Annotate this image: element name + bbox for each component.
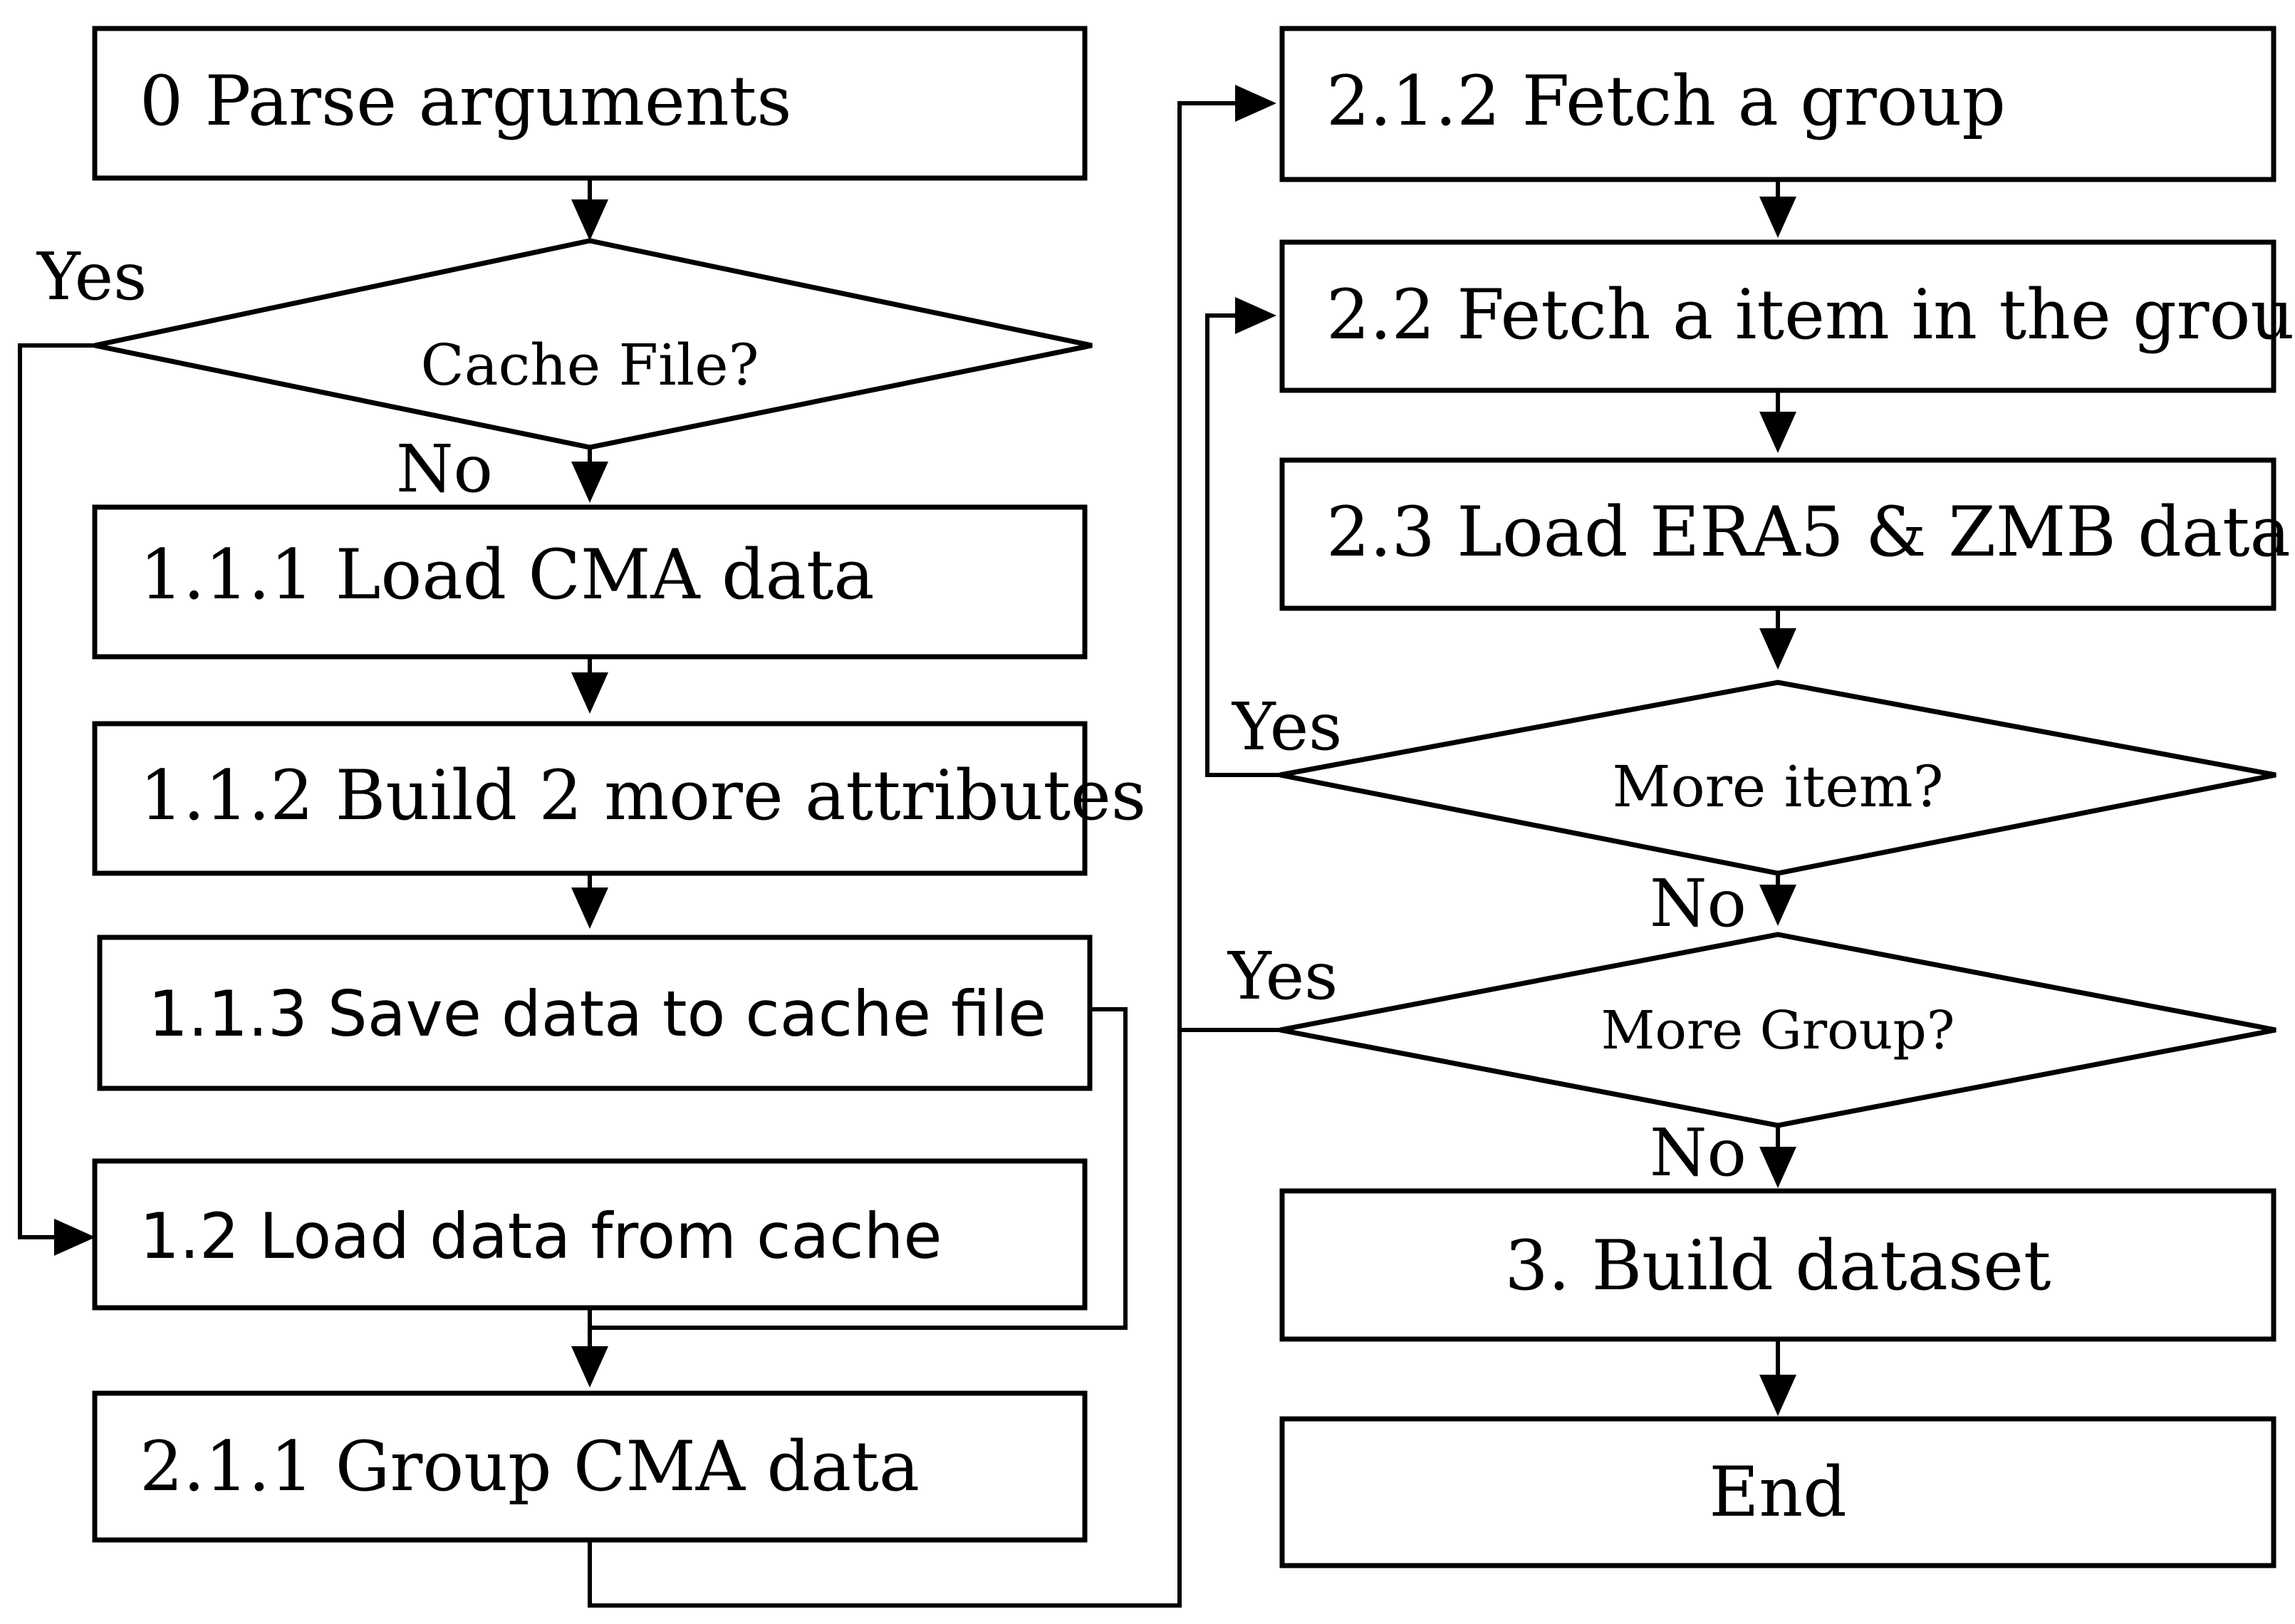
branch-label-cache-no: No [396, 431, 493, 507]
arrowhead-build-dataset [1759, 1147, 1796, 1188]
decision-more-group: More Group? [1279, 932, 2276, 1128]
node-label: 3. Build dataset [1504, 1226, 2051, 1306]
arrow-item-yes-to-fetch-item [1205, 313, 1280, 777]
node-label: 2.1.1 Group CMA data [140, 1427, 920, 1506]
arrowhead-more-group [1759, 885, 1796, 926]
node-label: 2.2 Fetch a item in the group [1326, 275, 2295, 355]
arrowhead-end [1759, 1375, 1796, 1416]
node-group-cma-data: 2.1.1 Group CMA data [92, 1390, 1088, 1543]
branch-label-group-yes: Yes [1227, 938, 1338, 1014]
node-fetch-group: 2.1.2 Fetch a group [1279, 26, 2276, 182]
arrowhead-load-cache [54, 1219, 95, 1256]
node-build-attributes: 1.1.2 Build 2 more attributes [92, 721, 1146, 876]
arrowhead-cache-check [571, 199, 608, 241]
arrowhead-load-era5 [1759, 412, 1796, 453]
branch-label-cache-yes: Yes [36, 239, 147, 315]
arrowhead-fetch-item [1759, 197, 1796, 238]
node-load-cma-data: 1.1.1 Load CMA data [92, 504, 1088, 660]
decision-label: More item? [1613, 754, 1944, 820]
decision-cache-file: Cache File? [94, 238, 1093, 450]
node-build-dataset: 3. Build dataset [1279, 1188, 2276, 1342]
node-label: 2.1.2 Fetch a group [1326, 61, 2006, 141]
arrow-heads [54, 85, 1796, 1416]
node-fetch-item: 2.2 Fetch a item in the group [1279, 239, 2295, 393]
arrowhead-fetch-group [1235, 85, 1276, 122]
decision-label: More Group? [1601, 1000, 1955, 1061]
decision-label: Cache File? [421, 332, 759, 398]
node-label: 2.3 Load ERA5 & ZMB data [1326, 492, 2291, 572]
arrowhead-fetch-item-loop [1235, 297, 1276, 334]
node-load-data-from-cache: 1.2 Load data from cache [92, 1158, 1088, 1311]
branch-label-group-no: No [1650, 1115, 1747, 1191]
decision-more-item: More item? [1279, 680, 2276, 876]
node-parse-arguments: 0 Parse arguments [92, 26, 1088, 181]
node-label: 1.1.3 Save data to cache file [148, 977, 1046, 1051]
node-label: 0 Parse arguments [140, 61, 792, 141]
node-save-cache-file: 1.1.3 Save data to cache file [97, 935, 1093, 1091]
arrow-cache-yes-to-load-cache [18, 343, 95, 1239]
arrowhead-load-cma [571, 462, 608, 503]
arrowhead-build-attrs [571, 672, 608, 714]
branch-label-item-yes: Yes [1231, 689, 1342, 765]
arrowhead-save-cache [571, 888, 608, 929]
node-end: End [1279, 1416, 2276, 1568]
arrowhead-more-item [1759, 628, 1796, 670]
node-label: 1.2 Load data from cache [140, 1199, 942, 1273]
arrowhead-group [571, 1346, 608, 1388]
node-label: 1.1.2 Build 2 more attributes [140, 756, 1146, 836]
node-load-era5-zmb: 2.3 Load ERA5 & ZMB data [1279, 457, 2291, 611]
node-label: End [1709, 1452, 1846, 1532]
arrow-save-cache-to-group [590, 1007, 1128, 1330]
arrow-group-to-fetch-group [588, 101, 1238, 1608]
branch-label-item-no: No [1650, 865, 1747, 942]
node-label: 1.1.1 Load CMA data [140, 535, 875, 615]
